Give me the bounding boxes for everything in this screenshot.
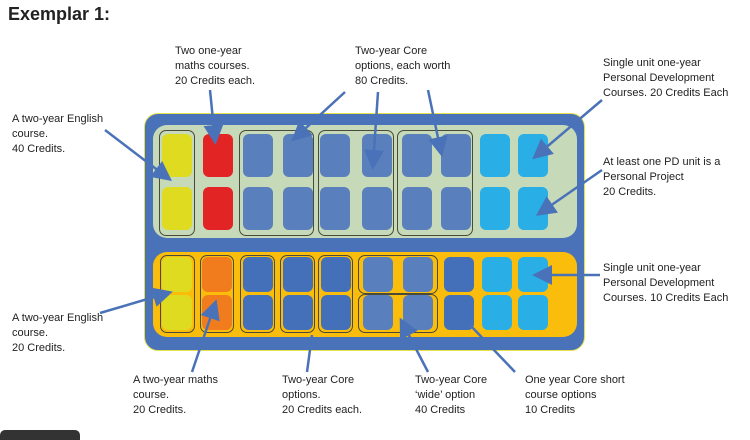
- course-unit-core_dark: [243, 257, 273, 292]
- course-unit-maths1: [203, 187, 233, 230]
- course-group-outline: [200, 255, 234, 333]
- course-unit-pd: [480, 187, 510, 230]
- arrow-personal-project: [535, 168, 603, 216]
- arrow-maths-top: [203, 89, 224, 145]
- course-unit-core: [402, 134, 432, 177]
- course-group-outline: [358, 255, 438, 294]
- course-unit-core_dark: [283, 295, 313, 330]
- arrow-core-wide: [399, 317, 430, 373]
- course-group-outline: [239, 130, 314, 236]
- course-group-outline: [358, 294, 438, 333]
- bottom-tab: [0, 430, 80, 440]
- course-unit-pd: [480, 134, 510, 177]
- arrow-maths-bottom: [190, 299, 220, 373]
- course-unit-core: [243, 134, 273, 177]
- course-unit-core: [243, 187, 273, 230]
- course-group-outline: [318, 255, 353, 333]
- arrow-core-1: [291, 91, 346, 142]
- course-unit-core_dark: [444, 295, 474, 330]
- line-core-bottom: [305, 334, 314, 373]
- course-unit-pd: [482, 257, 512, 292]
- course-unit-core: [363, 257, 393, 292]
- course-unit-core_dark: [444, 257, 474, 292]
- line-core-short: [469, 324, 516, 373]
- arrow-english-bottom: [99, 287, 173, 315]
- arrow-english-top: [104, 129, 172, 182]
- course-unit-core: [320, 134, 350, 177]
- course-unit-core: [441, 187, 471, 230]
- course-unit-core: [320, 187, 350, 230]
- course-unit-core_dark: [243, 295, 273, 330]
- arrow-core-2: [364, 91, 385, 170]
- arrow-core-3: [426, 89, 448, 157]
- course-unit-core: [283, 187, 313, 230]
- course-unit-maths2: [202, 257, 232, 292]
- page-title: Exemplar 1:: [8, 4, 111, 24]
- course-unit-core: [362, 187, 392, 230]
- course-group-outline: [159, 130, 195, 236]
- course-unit-pd: [482, 295, 512, 330]
- course-unit-core_dark: [283, 257, 313, 292]
- course-unit-core: [403, 257, 433, 292]
- course-unit-english: [162, 187, 192, 230]
- course-unit-english: [162, 257, 192, 292]
- course-unit-pd: [518, 295, 548, 330]
- arrow-pd-20: [532, 99, 603, 160]
- course-group-outline: [397, 130, 473, 236]
- course-unit-core_dark: [321, 257, 351, 292]
- course-unit-core: [402, 187, 432, 230]
- course-group-outline: [318, 130, 394, 236]
- course-group-outline: [280, 255, 315, 333]
- course-unit-core: [363, 295, 393, 330]
- course-unit-core_dark: [321, 295, 351, 330]
- course-group-outline: [240, 255, 275, 333]
